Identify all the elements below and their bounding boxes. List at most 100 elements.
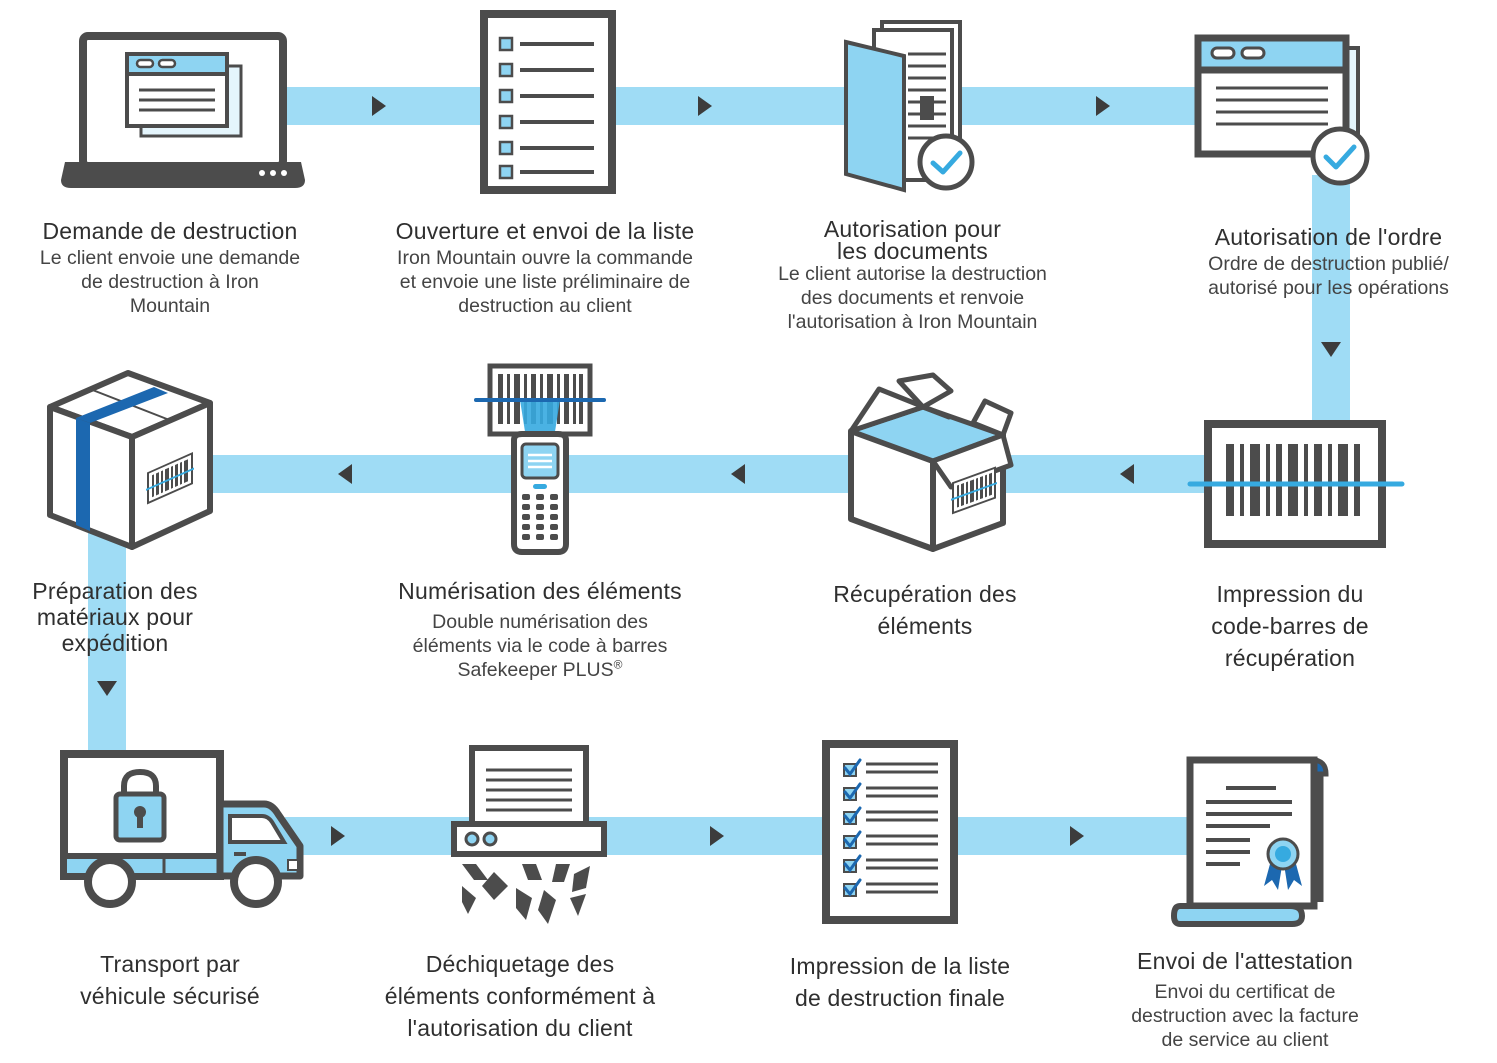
step-autorisation-documents: Autorisation pour les documents Le clien… xyxy=(730,218,1095,334)
step-description: Ordre de destruction publié/ autorisé po… xyxy=(1160,252,1497,300)
description-line: Mountain xyxy=(129,295,211,317)
arrow-left-3 xyxy=(338,464,352,484)
description-line: Envoi du certificat de xyxy=(1154,981,1336,1003)
title-line: Autorisation de l'ordre xyxy=(1214,224,1443,250)
step-attestation: Envoi de l'attestation Envoi du certific… xyxy=(1085,948,1405,1052)
title-line: Impression de la liste xyxy=(789,953,1011,979)
laptop-form-icon xyxy=(61,32,305,188)
flow-arrows xyxy=(97,96,1341,846)
title-line: code-barres de xyxy=(1211,613,1369,639)
step-impression-liste: Impression de la liste de destruction fi… xyxy=(740,950,1060,1014)
step-description: Double numérisation des éléments via le … xyxy=(350,610,730,682)
arrow-right-1 xyxy=(372,96,386,116)
description-line: Ordre de destruction publié/ xyxy=(1208,253,1449,275)
step-recuperation: Récupération des éléments xyxy=(790,578,1060,642)
arrow-down-2 xyxy=(97,681,117,696)
title-line: Préparation des xyxy=(32,578,198,604)
description-line: et envoie une liste préliminaire de xyxy=(399,271,691,293)
connector-bands xyxy=(88,87,1350,855)
title-line: matériaux pour xyxy=(36,604,194,630)
arrow-right-4 xyxy=(331,826,345,846)
title-line: Déchiquetage des xyxy=(425,951,615,977)
registered-mark: ® xyxy=(613,657,623,672)
description-line: Double numérisation des xyxy=(432,611,648,633)
step-title: Récupération des éléments xyxy=(790,578,1060,642)
description-line: Iron Mountain ouvre la commande xyxy=(397,247,693,269)
step-title: Demande de destruction xyxy=(0,218,340,244)
step-title: Numérisation des éléments xyxy=(350,578,730,604)
title-line: Envoi de l'attestation xyxy=(1137,948,1353,974)
title-line: éléments xyxy=(877,613,973,639)
product-name: Safekeeper PLUS xyxy=(457,659,614,681)
arrow-down-1 xyxy=(1321,342,1341,357)
step-preparation: Préparation des matériaux pour expéditio… xyxy=(0,578,230,656)
description-line: éléments via le code à barres xyxy=(412,635,668,657)
description-line: autorisé pour les opérations xyxy=(1208,277,1449,299)
connector-row3 xyxy=(285,817,1195,855)
step-title: Impression du code-barres de récupératio… xyxy=(1160,578,1420,674)
step-autorisation-ordre: Autorisation de l'ordre Ordre de destruc… xyxy=(1160,224,1497,300)
barcode-scanner-icon xyxy=(474,363,606,555)
sealed-box-icon xyxy=(47,370,213,550)
title-line: de destruction finale xyxy=(794,985,1006,1011)
arrow-right-6 xyxy=(1070,826,1084,846)
step-title: Transport par véhicule sécurisé xyxy=(55,948,285,1012)
shredder-icon xyxy=(451,745,607,924)
step-title: Autorisation de l'ordre xyxy=(1160,224,1497,250)
window-approval-icon xyxy=(1194,34,1370,186)
title-line: l'autorisation du client xyxy=(407,1015,633,1041)
open-box-icon xyxy=(848,372,1014,552)
title-line: Numérisation des éléments xyxy=(398,578,682,604)
checked-list-icon xyxy=(822,740,958,924)
arrow-right-2 xyxy=(698,96,712,116)
title-line: Demande de destruction xyxy=(42,218,298,244)
barcode-label-icon xyxy=(1187,420,1405,548)
title-line: Ouverture et envoi de la liste xyxy=(395,218,695,244)
folder-approval-icon xyxy=(844,20,975,193)
step-description: Le client autorise la destruction des do… xyxy=(730,262,1095,334)
connector-row2 xyxy=(100,455,1340,493)
step-title: Impression de la liste de destruction fi… xyxy=(740,950,1060,1014)
step-ouverture: Ouverture et envoi de la liste Iron Moun… xyxy=(355,218,735,318)
step-description: Iron Mountain ouvre la commande et envoi… xyxy=(355,246,735,318)
step-dechiquetage: Déchiquetage des éléments conformément à… xyxy=(345,948,695,1044)
title-line: éléments conformément à xyxy=(384,983,656,1009)
title-line: Autorisation pour xyxy=(823,216,1002,242)
certificate-icon xyxy=(1170,756,1329,927)
connector-row1 xyxy=(240,87,1330,125)
secure-truck-icon xyxy=(60,750,304,908)
description-line: de destruction à Iron xyxy=(81,271,259,293)
step-title: Envoi de l'attestation xyxy=(1085,948,1405,974)
step-demande: Demande de destruction Le client envoie … xyxy=(0,218,340,318)
arrow-left-2 xyxy=(731,464,745,484)
description-line: Le client envoie une demande xyxy=(39,247,301,269)
step-description: Le client envoie une demande de destruct… xyxy=(0,246,340,318)
step-description: Envoi du certificat de destruction avec … xyxy=(1085,980,1405,1052)
description-line: l'autorisation à Iron Mountain xyxy=(787,311,1038,333)
arrow-right-3 xyxy=(1096,96,1110,116)
step-title: Préparation des matériaux pour expéditio… xyxy=(0,578,230,656)
checklist-document-icon xyxy=(480,10,616,194)
title-line: Transport par xyxy=(100,951,240,977)
title-line: Récupération des xyxy=(833,581,1017,607)
step-transport: Transport par véhicule sécurisé xyxy=(55,948,285,1012)
step-numerisation: Numérisation des éléments Double numéris… xyxy=(350,578,730,682)
description-line: Safekeeper PLUS® xyxy=(350,658,730,682)
description-line: destruction au client xyxy=(458,295,632,317)
title-line: les documents xyxy=(837,238,988,264)
step-title: Autorisation pour les documents xyxy=(730,216,1095,264)
arrow-right-5 xyxy=(710,826,724,846)
title-line: récupération xyxy=(1224,645,1356,671)
step-title: Déchiquetage des éléments conformément à… xyxy=(345,948,695,1044)
arrow-left-1 xyxy=(1120,464,1134,484)
title-line: expédition xyxy=(61,630,169,656)
description-line: des documents et renvoie xyxy=(800,287,1025,309)
step-impression-code-barres: Impression du code-barres de récupératio… xyxy=(1160,578,1420,674)
title-line: véhicule sécurisé xyxy=(80,983,260,1009)
description-line: Le client autorise la destruction xyxy=(778,263,1047,285)
step-title: Ouverture et envoi de la liste xyxy=(355,218,735,244)
description-line: destruction avec la facture xyxy=(1131,1005,1359,1027)
title-line: Impression du xyxy=(1216,581,1364,607)
description-line: de service au client xyxy=(1161,1029,1329,1051)
